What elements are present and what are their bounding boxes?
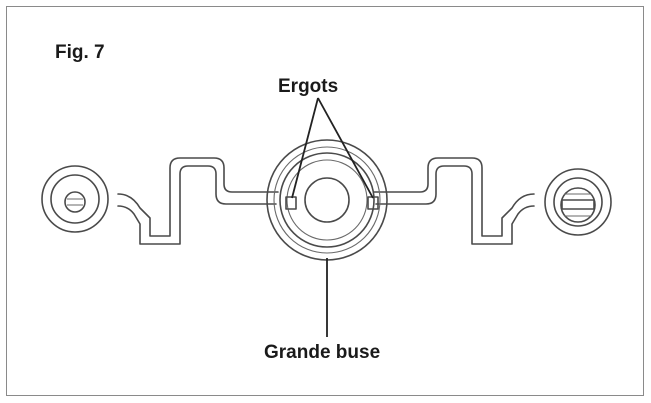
- leader-line-right-lug: [317, 97, 374, 199]
- callout-grande-buse: Grande buse: [264, 342, 381, 363]
- callout-ergots: Ergots: [278, 76, 339, 97]
- right-screw-marks: [564, 193, 592, 217]
- nozzle-ring-outer: [266, 139, 388, 261]
- tube-outline-right-lower: [375, 165, 535, 245]
- nozzle-ring-2: [273, 146, 381, 254]
- right-screw-head: [560, 187, 596, 223]
- left-end-cap-outer: [41, 165, 109, 233]
- tube-outline-upper: [117, 157, 279, 237]
- left-screw-head: [64, 191, 86, 213]
- nozzle-ring-3: [279, 152, 375, 248]
- nozzle-bore: [304, 177, 350, 223]
- leader-line-left-lug: [291, 97, 319, 199]
- nozzle-ring-4: [286, 159, 368, 241]
- left-screw-slots: [67, 198, 83, 206]
- left-lug: [285, 196, 297, 210]
- figure-frame: [6, 6, 644, 396]
- right-screw-slot: [561, 199, 595, 210]
- tube-outline-right-upper: [373, 157, 535, 237]
- left-end-cap-inner: [50, 174, 100, 224]
- right-end-cap-outer: [544, 168, 612, 236]
- figure-label: Fig. 7: [55, 42, 105, 63]
- tube-outline-lower: [117, 165, 277, 245]
- right-end-cap-inner: [553, 177, 603, 227]
